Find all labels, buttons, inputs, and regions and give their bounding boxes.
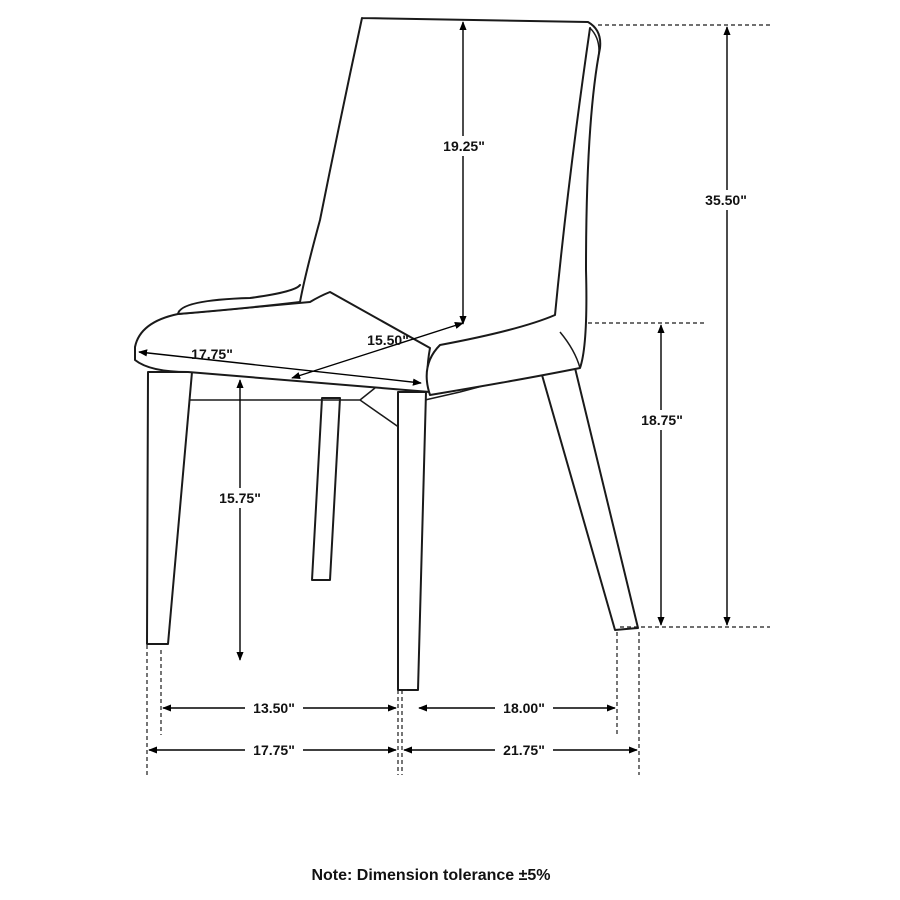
inner-leg-width-label: 13.50": [253, 700, 295, 716]
reference-lines: [146, 24, 770, 775]
dimension-labels: 19.25" 35.50" 15.50" 17.75" 18.75" 15.75…: [191, 138, 747, 758]
outer-leg-depth-label: 21.75": [503, 742, 545, 758]
arm-height-label: 18.75": [641, 412, 683, 428]
seat-height-label: 15.75": [219, 490, 261, 506]
backrest: [177, 17, 602, 396]
front-left-leg: [146, 371, 193, 645]
tolerance-note: Note: Dimension tolerance ±5%: [311, 867, 550, 884]
rear-right-leg: [539, 367, 639, 631]
back-height-label: 19.25": [443, 138, 485, 154]
seat-width-label: 17.75": [191, 346, 233, 362]
outer-leg-width-label: 17.75": [253, 742, 295, 758]
inner-leg-depth-label: 18.00": [503, 700, 545, 716]
dimension-arrows: [138, 21, 731, 754]
seat-depth-label: 15.50": [367, 332, 409, 348]
rear-left-leg: [311, 397, 341, 581]
seat-depth-arrow: [291, 322, 464, 379]
total-height-label: 35.50": [705, 192, 747, 208]
front-right-leg: [397, 391, 427, 691]
label-backgrounds: [212, 136, 754, 760]
backrest-side: [559, 27, 600, 369]
